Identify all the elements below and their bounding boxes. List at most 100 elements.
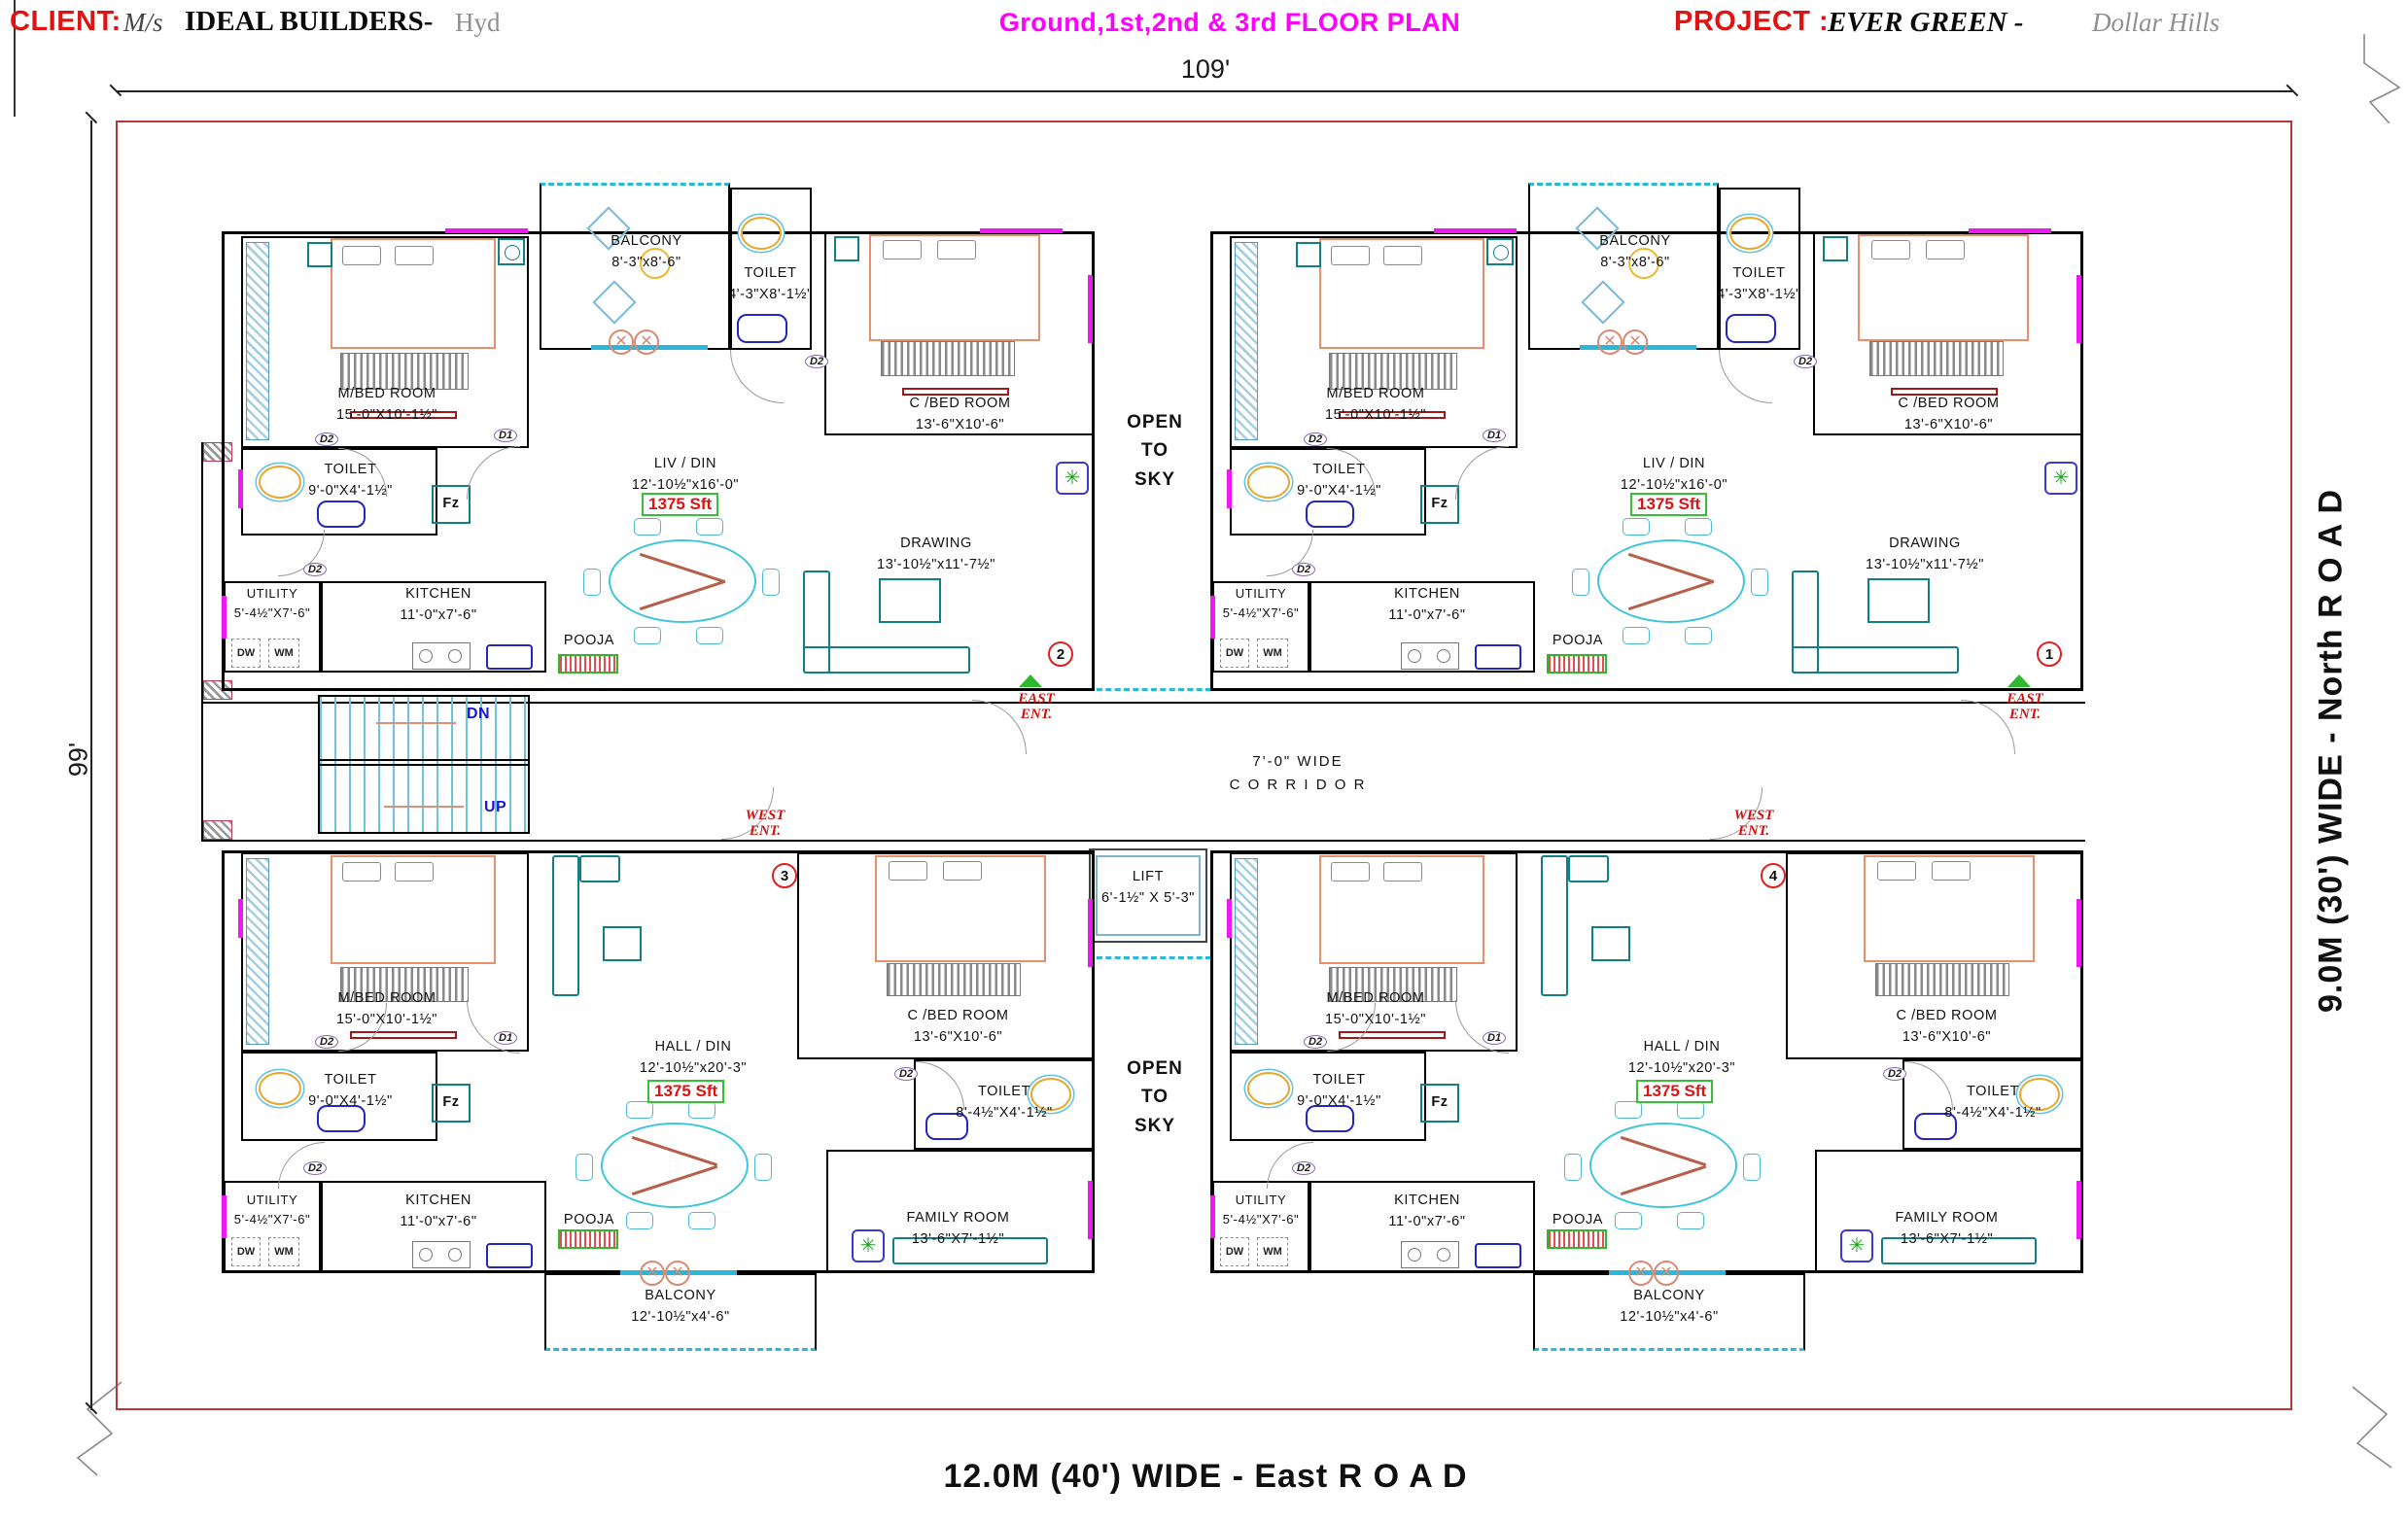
window — [1210, 1195, 1215, 1238]
pillow-icon — [1383, 862, 1422, 881]
rug-icon — [1869, 341, 2004, 376]
toilet-wc-icon — [1247, 466, 1290, 499]
sofa-icon — [1881, 1237, 2037, 1264]
room-cbed — [1786, 852, 2083, 1059]
tv-cabinet-icon — [1867, 578, 1930, 623]
rug-icon — [1329, 353, 1457, 390]
pillow-icon — [1871, 240, 1910, 259]
stair-arrow — [376, 722, 456, 724]
fridge-label: Fz — [1431, 1094, 1448, 1110]
room-cbed — [797, 852, 1095, 1059]
room-cbed — [1813, 231, 2083, 435]
window — [238, 899, 243, 938]
project-name: EVER GREEN - — [1828, 7, 2024, 38]
phone-table-icon — [1296, 242, 1321, 267]
dining-chair-icon — [1743, 1154, 1761, 1181]
dining-chair-icon — [1751, 569, 1768, 596]
dining-chair-icon — [626, 1101, 653, 1119]
sofa-icon — [579, 855, 620, 882]
window-symbol-icon: ✕ — [1623, 329, 1648, 355]
lift-label: LIFT 6'-1½" X 5'-3" — [1099, 867, 1197, 910]
washing-machine-box: WM — [268, 639, 299, 668]
sheet-title: Ground,1st,2nd & 3rd FLOOR PLAN — [998, 8, 1461, 37]
door-tag-d2: D2 — [1794, 355, 1818, 368]
room-kitchen — [321, 581, 546, 673]
pillow-icon — [342, 862, 381, 881]
dining-chair-icon — [688, 1212, 715, 1229]
area-badge: 1375 Sft — [1636, 1080, 1714, 1103]
toilet-wc-icon — [259, 466, 301, 499]
dining-chair-icon — [583, 569, 601, 596]
top-dimension-line — [116, 90, 2292, 92]
project-label: PROJECT : — [1674, 6, 1830, 37]
washbasin-icon — [1306, 501, 1354, 528]
client-city: Hyd — [455, 8, 501, 37]
door-tag-d2: D2 — [303, 563, 328, 576]
dining-chair-icon — [688, 1101, 715, 1119]
west-outer-wall — [201, 442, 204, 842]
fridge-label: Fz — [442, 496, 460, 511]
door-tag-d2: D2 — [1292, 563, 1316, 576]
side-table-icon — [498, 238, 525, 265]
room-family — [826, 1150, 1095, 1273]
washbasin-icon — [317, 501, 366, 528]
wardrobe-icon — [246, 858, 269, 1045]
corridor-top-wall — [201, 702, 2085, 705]
property-boundary — [116, 121, 2292, 1410]
room-family — [1815, 1150, 2083, 1273]
unit-envelope — [1210, 231, 2083, 691]
dining-chair-icon — [1677, 1101, 1704, 1119]
rug-icon — [1875, 963, 2009, 996]
wardrobe-icon — [1235, 242, 1258, 440]
dining-table-icon — [1589, 1123, 1737, 1208]
washbasin-icon — [317, 1105, 366, 1132]
bed-icon — [1319, 238, 1484, 349]
lift-name-text: LIFT — [1132, 869, 1165, 884]
window — [445, 228, 528, 233]
door-tag-d1: D1 — [1483, 1031, 1507, 1045]
door-tag-d2: D2 — [315, 1035, 339, 1049]
tv-cabinet-icon — [879, 578, 941, 623]
dining-chair-icon — [696, 627, 723, 644]
sofa-icon — [1568, 855, 1609, 882]
dresser-icon — [350, 411, 457, 419]
window — [222, 1195, 227, 1238]
fridge-label: Fz — [1431, 496, 1448, 511]
window — [1434, 228, 1517, 233]
bed-icon — [1319, 855, 1484, 964]
room-toilet2 — [1719, 188, 1800, 350]
room-mbed — [1230, 236, 1518, 448]
flat-unit-bottom: Fz DW WM ✳ — [1210, 841, 2085, 1353]
dining-chair-icon — [1623, 518, 1650, 536]
door-tag-d1: D1 — [494, 429, 518, 442]
dining-chair-icon — [626, 1212, 653, 1229]
toilet-wc-icon — [1729, 217, 1770, 250]
court-dashed-edge — [1097, 688, 1211, 691]
unit-number-1: 1 — [2037, 641, 2062, 667]
bed-icon — [1858, 234, 2029, 341]
room-label-pooja: POOJA — [1552, 1212, 1604, 1227]
pillow-icon — [1877, 861, 1916, 881]
window — [238, 469, 243, 508]
stove-icon — [1401, 642, 1459, 670]
room-kitchen — [1309, 1181, 1535, 1273]
washing-machine-box: WM — [1257, 639, 1288, 668]
window-symbol-icon: ✕ — [640, 1261, 665, 1286]
kitchen-sink-icon — [1475, 1243, 1521, 1268]
toilet-wc-icon — [1030, 1078, 1071, 1111]
kitchen-sink-icon — [486, 644, 533, 670]
stair-landing-line — [320, 759, 528, 766]
door-tag-d1: D1 — [1483, 429, 1507, 442]
corridor-width-text: 7'-0" WIDE — [1252, 753, 1344, 770]
